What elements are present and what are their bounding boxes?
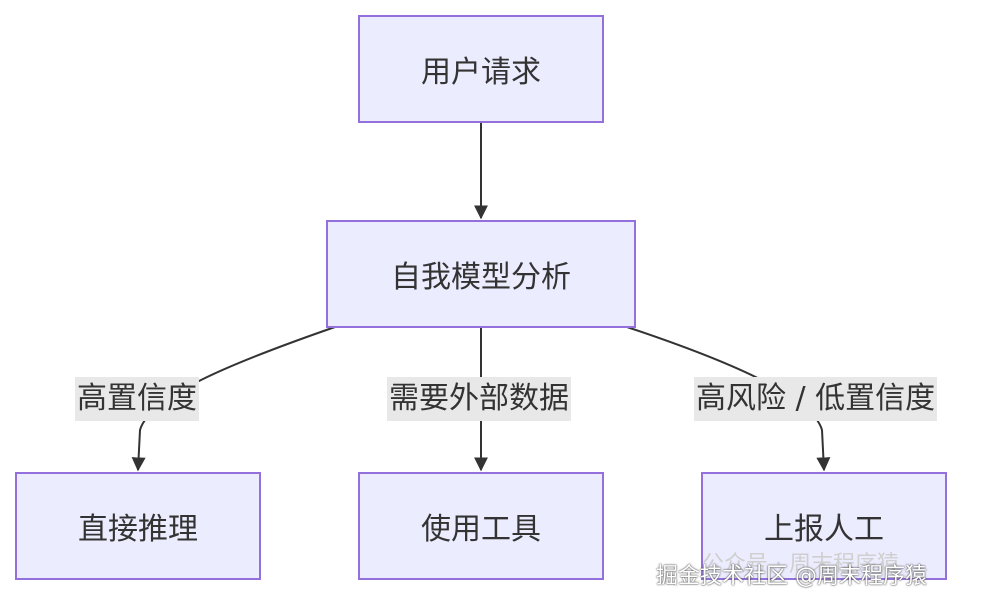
- node-user-request: 用户请求: [358, 15, 604, 123]
- edge-label-high-confidence: 高置信度: [75, 377, 199, 421]
- edge-label-need-external-data: 需要外部数据: [387, 377, 571, 421]
- node-escalate-human: 上报人工: [701, 472, 947, 580]
- node-use-tools: 使用工具: [358, 472, 604, 580]
- edge-label-high-risk-low-confidence: 高风险 / 低置信度: [694, 377, 938, 421]
- node-self-model-analysis: 自我模型分析: [326, 220, 636, 328]
- node-direct-reasoning: 直接推理: [15, 472, 261, 580]
- watermark-faint: 公众号 · 周末程序猿: [702, 552, 899, 577]
- watermark-main: 掘金技术社区 @周末程序猿: [656, 564, 927, 589]
- edge-analysis-to-direct: [131, 326, 336, 472]
